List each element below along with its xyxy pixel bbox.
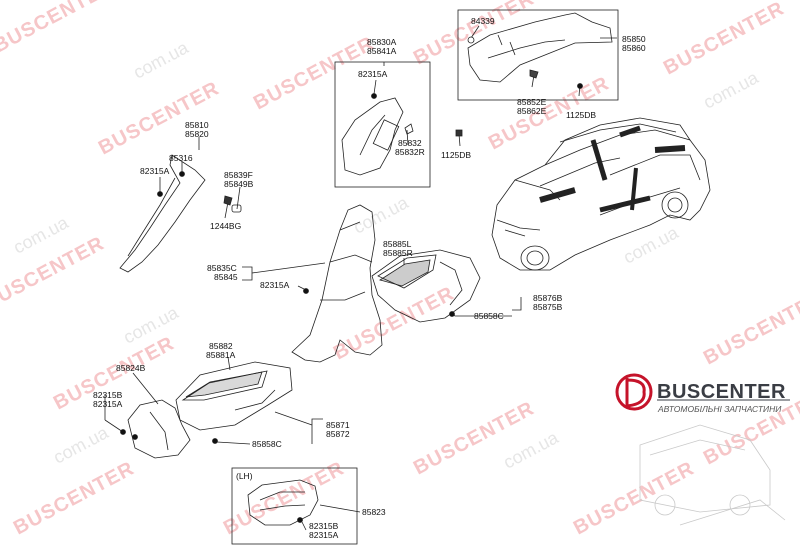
- part-label: 85823: [362, 507, 386, 517]
- group-box-c-pillar: [457, 9, 619, 101]
- part-label: 85810: [185, 120, 209, 130]
- part-label: 85858C: [474, 311, 504, 321]
- group-box-lh: [231, 467, 358, 545]
- part-label: 85876B: [533, 293, 563, 303]
- part-label: 85872: [326, 429, 350, 439]
- part-label: 85849B: [224, 179, 254, 189]
- part-label: 85882: [209, 341, 233, 351]
- part-label: 85850: [622, 34, 646, 44]
- b-pillar-lower-trim: [291, 204, 383, 363]
- part-label: 85875B: [533, 302, 563, 312]
- part-label: 85824B: [116, 363, 146, 373]
- c-pillar-trim: [467, 12, 613, 83]
- part-label: 85852E: [517, 97, 547, 107]
- part-label: 82315A: [93, 399, 123, 409]
- part-label: 85830A: [367, 37, 397, 47]
- part-label: 85858C: [252, 439, 282, 449]
- part-label: 82315A: [140, 166, 170, 176]
- part-label: 85881A: [206, 350, 236, 360]
- lh-trim-panel: [247, 479, 319, 526]
- part-label: 1244BG: [210, 221, 242, 231]
- vehicle-illustration: [491, 117, 711, 271]
- part-label: 82315A: [309, 530, 339, 540]
- part-label: 82315B: [93, 390, 123, 400]
- part-label: 85839F: [224, 170, 253, 180]
- part-label: 85885R: [383, 248, 413, 258]
- part-label: 82315A: [260, 280, 290, 290]
- part-label: 85316: [169, 153, 193, 163]
- logo-mark: [625, 378, 646, 408]
- part-label: 85820: [185, 129, 209, 139]
- part-label: 85832: [398, 138, 422, 148]
- part-label: 85871: [326, 420, 350, 430]
- logo-title: BUSCENTER: [657, 381, 786, 403]
- b-pillar-upper-trim: [341, 97, 404, 176]
- part-label: 85835C: [207, 263, 237, 273]
- group-box-b-pillar-upper: [334, 61, 431, 188]
- part-label: 85860: [622, 43, 646, 53]
- rear-scuff-trim: [371, 249, 481, 323]
- part-label: 82315B: [309, 521, 339, 531]
- part-label: 85841A: [367, 46, 397, 56]
- logo-subtitle: АВТОМОБІЛЬНІ ЗАПЧАСТИНИ: [658, 404, 782, 414]
- a-pillar-trim: [119, 154, 206, 273]
- front-scuff-trim: [175, 361, 293, 431]
- part-label: 85845: [214, 272, 238, 282]
- group-tag-lh: (LH): [236, 471, 253, 481]
- part-label: 85885L: [383, 239, 412, 249]
- part-label: 1125DB: [566, 110, 597, 120]
- part-label: 82315A: [358, 69, 388, 79]
- cowl-side-trim: [127, 399, 191, 459]
- part-label: 85862E: [517, 106, 547, 116]
- part-label: 84339: [471, 16, 495, 26]
- part-label: 1125DB: [441, 150, 472, 160]
- part-label: 85832R: [395, 147, 425, 157]
- bus-graphic: [639, 424, 786, 526]
